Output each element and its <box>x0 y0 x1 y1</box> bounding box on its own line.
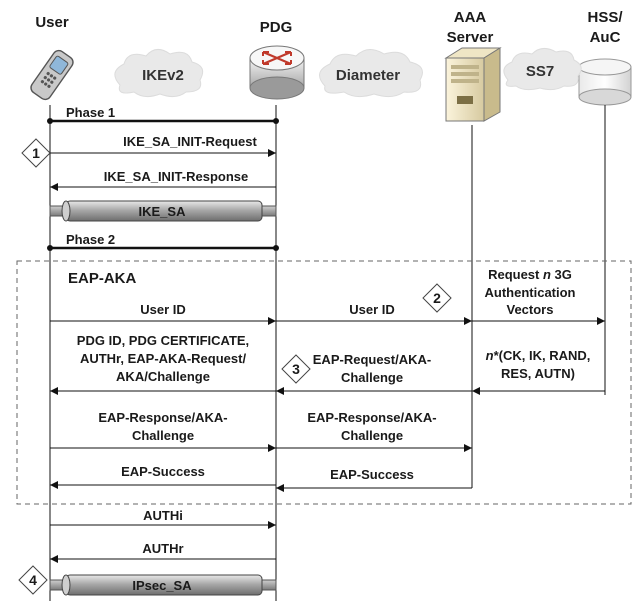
entity-hss-label-line1: HSS/ <box>587 9 623 26</box>
phase1-start-dot <box>47 118 53 124</box>
pdg-info-label-line3: AKA/Challenge <box>116 369 210 384</box>
diameter-cloud-icon <box>319 49 423 98</box>
diameter-protocol-label: Diameter <box>336 67 400 84</box>
step2-number: 2 <box>433 290 441 306</box>
phase2-start-dot <box>47 245 53 251</box>
request-vectors-label-part-c: 3G <box>551 267 572 282</box>
request-vectors-label-part-a: Request <box>488 267 543 282</box>
ike-sa-init-response-label: IKE_SA_INIT-Response <box>104 169 249 184</box>
step3-marker <box>281 354 311 384</box>
authr-label: AUTHr <box>142 541 183 556</box>
entity-aaa-label-line2: Server <box>447 29 494 46</box>
router-icon <box>249 45 305 100</box>
eap-success-label-1: EAP-Success <box>121 464 205 479</box>
ss7-cloud-icon <box>503 48 582 91</box>
request-vectors-label-line3: Vectors <box>507 302 554 317</box>
phase1-end-dot <box>273 118 279 124</box>
step4-marker <box>18 565 48 595</box>
step3-number: 3 <box>292 361 300 377</box>
entity-aaa-label-line1: AAA <box>454 9 487 26</box>
vectors-response-label-part-n: n <box>486 348 494 363</box>
phase1-label: Phase 1 <box>66 105 115 120</box>
ikev2-protocol-label: IKEv2 <box>142 67 184 84</box>
eap-request-label-line1: EAP-Request/AKA- <box>313 352 431 367</box>
vectors-response-label-line1: n*(CK, IK, RAND, <box>486 348 591 363</box>
hss-database-icon <box>578 58 632 106</box>
vectors-response-label-part-b: *(CK, IK, RAND, <box>494 348 591 363</box>
ipsec-sa-label: IPsec_SA <box>132 578 192 593</box>
ss7-protocol-label: SS7 <box>526 63 554 80</box>
entity-hss-label-line2: AuC <box>590 29 621 46</box>
ikev2-cloud-icon <box>114 49 204 98</box>
mobile-phone-icon <box>30 49 74 101</box>
ike-sa-label: IKE_SA <box>139 204 187 219</box>
eap-response-a-label-line2: Challenge <box>132 428 194 443</box>
eap-request-label-line2: Challenge <box>341 370 403 385</box>
step4-number: 4 <box>29 572 37 588</box>
aaa-server-icon <box>444 47 502 122</box>
step1-number: 1 <box>32 145 40 161</box>
eap-response-b-label-line2: Challenge <box>341 428 403 443</box>
ike-sa-init-request-label: IKE_SA_INIT-Request <box>123 134 257 149</box>
step1-marker <box>21 138 51 168</box>
eap-response-a-label-line1: EAP-Response/AKA- <box>98 410 227 425</box>
request-vectors-label-line2: Authentication <box>485 285 576 300</box>
vectors-response-label-line2: RES, AUTN) <box>501 366 575 381</box>
entity-user-label: User <box>35 14 69 31</box>
eap-aka-group-box <box>16 260 632 505</box>
step2-marker <box>422 283 452 313</box>
eap-aka-group-label: EAP-AKA <box>68 270 137 287</box>
user-id-label-2: User ID <box>349 302 395 317</box>
request-vectors-label-part-n: n <box>543 267 551 282</box>
authi-label: AUTHi <box>143 508 183 523</box>
pdg-info-label-line2: AUTHr, EAP-AKA-Request/ <box>80 351 247 366</box>
user-id-label-1: User ID <box>140 302 186 317</box>
eap-response-b-label-line1: EAP-Response/AKA- <box>307 410 436 425</box>
request-vectors-label-line1: Request n 3G <box>488 267 572 282</box>
pdg-info-label-line1: PDG ID, PDG CERTIFICATE, <box>77 333 249 348</box>
entity-pdg-label: PDG <box>260 19 293 36</box>
ike-sa-tunnel <box>49 200 277 222</box>
eap-success-label-2: EAP-Success <box>330 467 414 482</box>
phase2-end-dot <box>273 245 279 251</box>
ipsec-sa-tunnel <box>49 574 277 596</box>
phase2-label: Phase 2 <box>66 232 115 247</box>
